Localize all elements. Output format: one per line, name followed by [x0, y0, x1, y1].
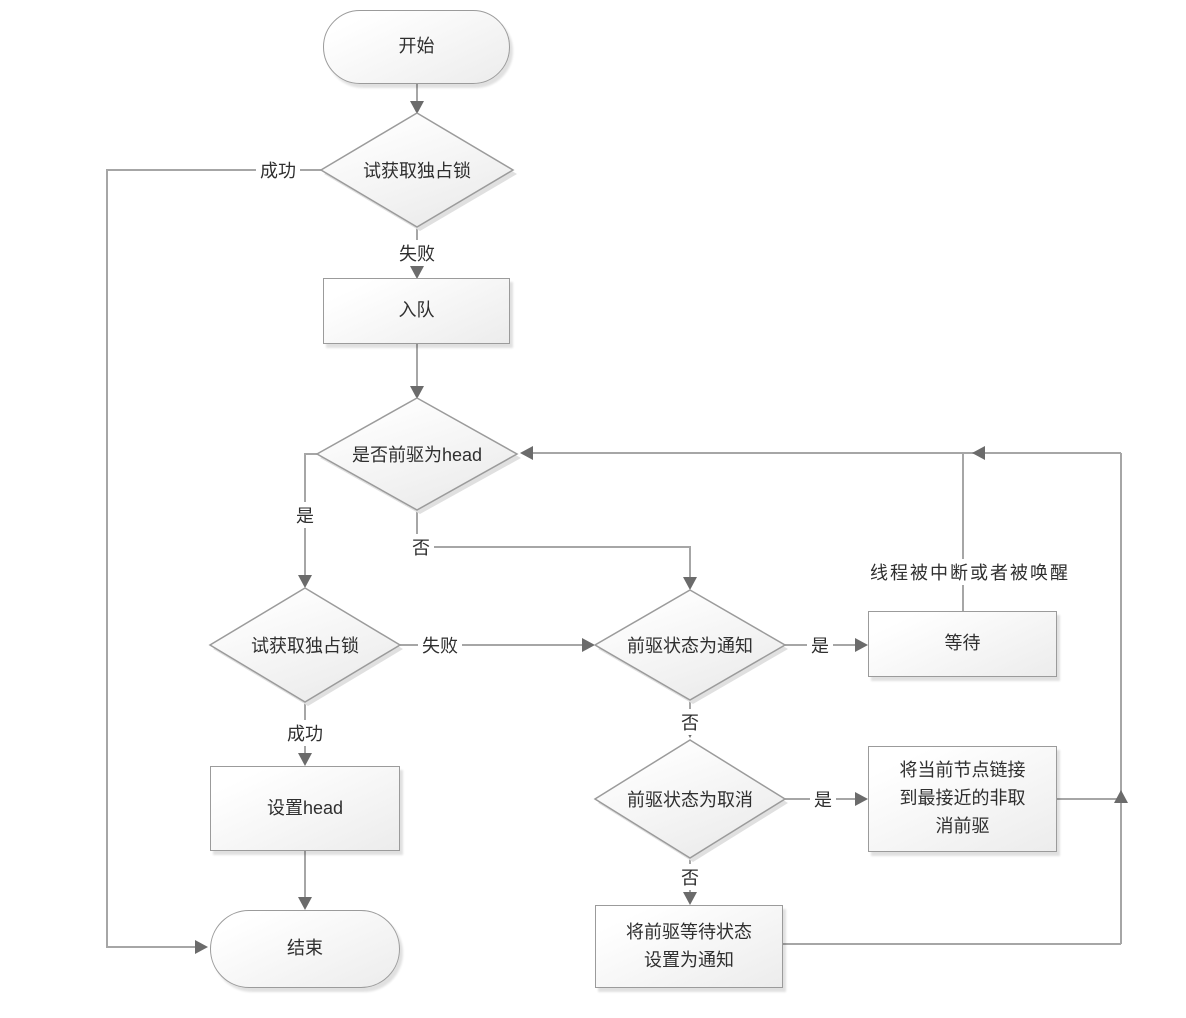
arrow-left-icon: [972, 446, 985, 460]
edge-label-success-2: 成功: [283, 720, 327, 746]
arrow-down-icon: [683, 577, 697, 590]
arrow-left-icon: [520, 446, 533, 460]
edge-label-yes-head: 是: [292, 502, 318, 528]
try-acquire-label-1: 试获取独占锁: [363, 161, 471, 181]
arrow-up-icon: [1114, 790, 1128, 803]
arrow-right-icon: [855, 792, 868, 806]
edge-label-yes-cancelled: 是: [810, 786, 836, 812]
pred-status-cancelled-label: 前驱状态为取消: [627, 790, 753, 810]
pred-is-head-diamond: [315, 397, 519, 511]
arrow-down-icon: [410, 101, 424, 114]
arrow-down-icon: [298, 897, 312, 910]
arrow-right-icon: [855, 638, 868, 652]
edge-predhead-no-to-signal: [416, 510, 691, 587]
edge-try1-success-to-end: [106, 169, 321, 948]
edge-label-success-1: 成功: [256, 157, 300, 183]
arrow-right-icon: [582, 638, 595, 652]
wait-label: 等待: [944, 633, 981, 654]
edge-label-yes-signal: 是: [807, 632, 833, 658]
set-predecessor-signal-label: 将前驱等待状态设置为通知: [626, 921, 752, 970]
enqueue-box: 入队: [323, 278, 510, 344]
arrow-down-icon: [683, 892, 697, 905]
arrow-down-icon: [298, 575, 312, 588]
diamonds: [208, 112, 787, 859]
enqueue-label: 入队: [398, 300, 435, 321]
arrow-down-icon: [410, 266, 424, 279]
link-to-predecessor-label: 将当前节点链接到最接近的非取消前驱: [899, 760, 1026, 836]
edge-label-no-cancelled: 否: [677, 864, 703, 890]
start-label: 开始: [398, 36, 435, 57]
edge-label-fail-2: 失败: [418, 632, 462, 658]
set-head-box: 设置head: [210, 766, 400, 851]
wait-box: 等待: [868, 611, 1057, 677]
arrow-down-icon: [410, 386, 424, 399]
arrow-right-icon: [195, 940, 208, 954]
end-label: 结束: [287, 938, 323, 959]
pred-status-signal-label: 前驱状态为通知: [627, 636, 753, 656]
try-acquire-diamond-2: [208, 587, 402, 703]
pred-is-head-label: 是否前驱为head: [351, 445, 483, 465]
annotation-thread-wakeup: 线程被中断或者被唤醒: [866, 559, 1074, 585]
edge-label-no-signal: 否: [677, 709, 703, 735]
try-acquire-label-2: 试获取独占锁: [251, 636, 359, 656]
arrow-down-icon: [298, 753, 312, 766]
edge-label-fail-1: 失败: [395, 240, 439, 266]
set-predecessor-signal-box: 将前驱等待状态设置为通知: [595, 905, 783, 988]
link-to-predecessor-box: 将当前节点链接到最接近的非取消前驱: [868, 746, 1057, 852]
try-acquire-diamond-1: [319, 112, 515, 228]
pred-status-signal-diamond: [593, 589, 787, 701]
pred-status-cancelled-diamond: [593, 739, 787, 859]
edge-predhead-yes-to-try2: [304, 453, 317, 585]
edge-label-no-head: 否: [408, 534, 434, 560]
set-head-label: 设置head: [266, 797, 344, 818]
start-node: 开始: [323, 10, 510, 84]
end-node: 结束: [210, 910, 400, 988]
